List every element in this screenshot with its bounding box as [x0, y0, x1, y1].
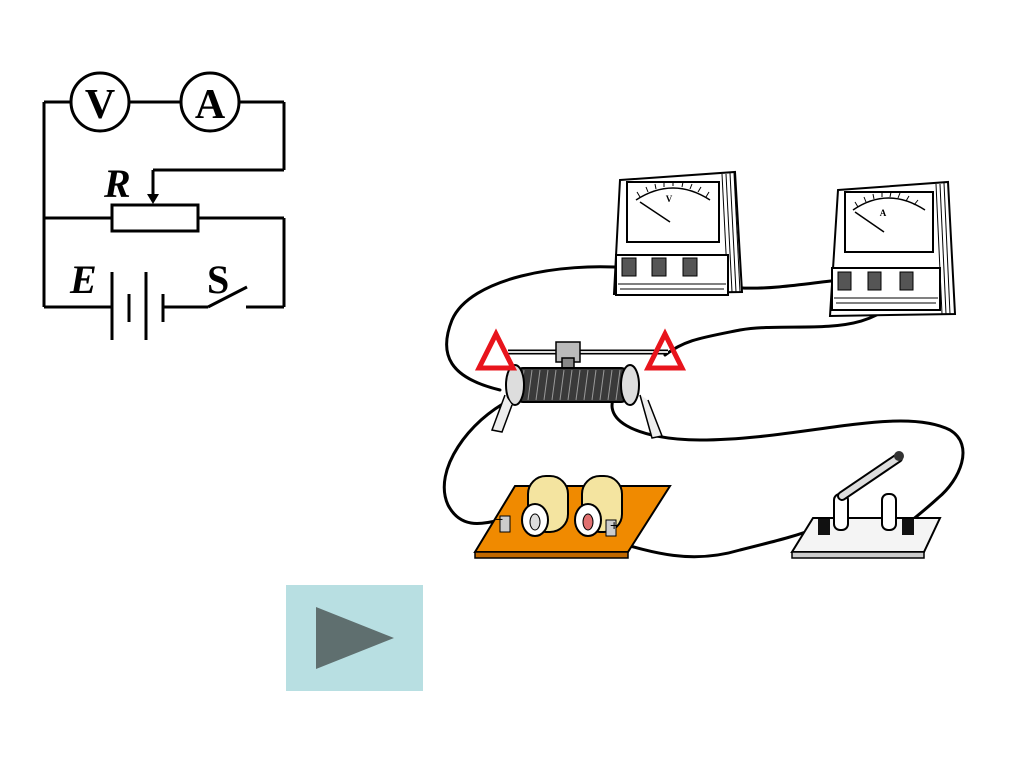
- voltmeter-device: V: [612, 170, 744, 296]
- switch-device: [790, 451, 942, 559]
- slider-arrow: [147, 194, 159, 204]
- resistor-symbol: [110, 203, 200, 233]
- voltmeter-symbol: [69, 71, 131, 133]
- switch-label: S: [207, 257, 229, 302]
- ammeter-symbol: [179, 71, 241, 133]
- battery-plus-label: +: [610, 517, 618, 533]
- voltmeter-dial-label: V: [666, 194, 673, 204]
- ammeter-symbol-label: A: [195, 82, 226, 128]
- play-button[interactable]: [286, 585, 423, 691]
- play-icon: [316, 607, 394, 669]
- ammeter-device: A: [828, 180, 957, 318]
- circuit-schematic: [42, 100, 286, 309]
- battery-minus-label: −: [495, 511, 503, 527]
- battery-symbol: [110, 272, 165, 340]
- right-terminal-marker: [643, 328, 687, 371]
- resistor-label: R: [103, 161, 131, 206]
- rheostat-device: [490, 341, 668, 439]
- battery-device: − +: [473, 475, 672, 559]
- emf-label: E: [69, 257, 97, 302]
- switch-symbol: [207, 285, 248, 309]
- ammeter-dial-label: A: [880, 208, 887, 218]
- voltmeter-symbol-label: V: [85, 82, 115, 128]
- left-terminal-marker: [474, 328, 518, 371]
